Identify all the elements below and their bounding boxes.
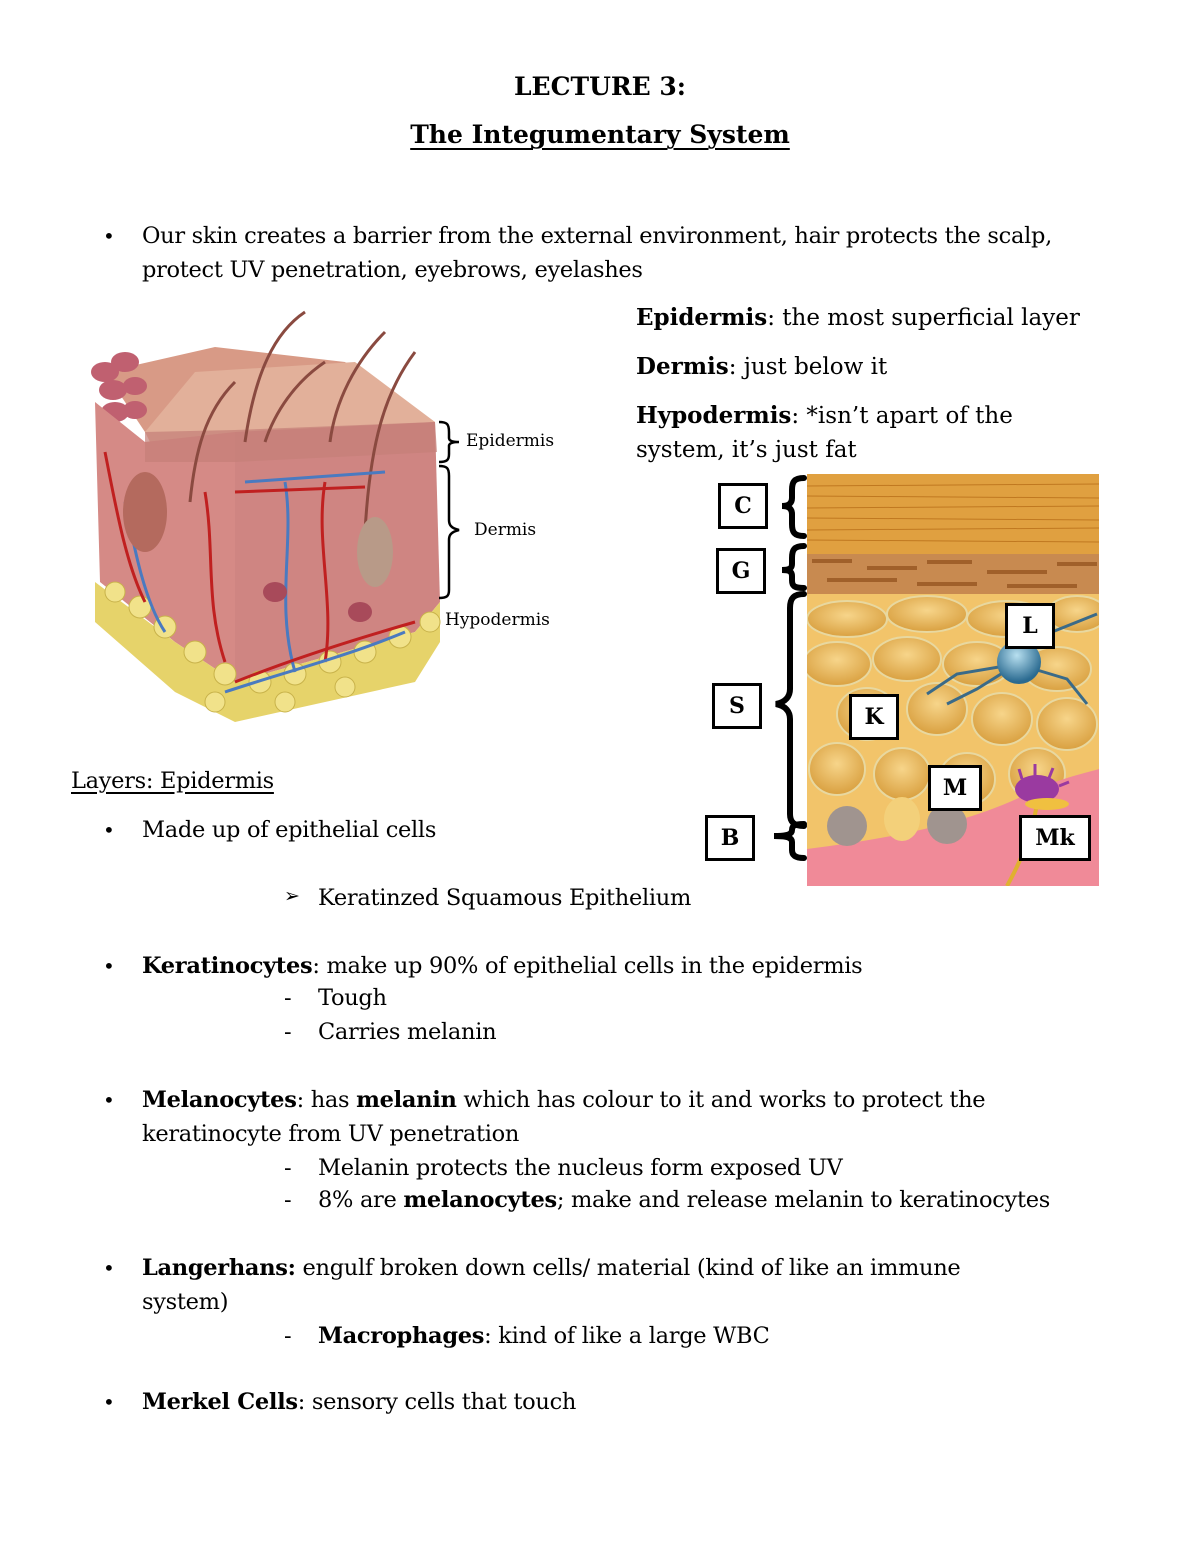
label-box-l: L (1005, 603, 1055, 649)
langerhans-desc: engulf broken down cells/ material (kind… (295, 1255, 961, 1281)
melanocytes-sub-2: 8% are melanocytes; make and release mel… (318, 1183, 1050, 1217)
label-dermis: Dermis (474, 520, 537, 540)
label-box-g: G (716, 548, 766, 594)
sub2-b: ; make and release melanin to keratinocy… (556, 1187, 1050, 1213)
desc-hypodermis: : *isn’t apart of the (791, 403, 1013, 429)
bullet-icon: • (103, 224, 115, 248)
dash-icon: - (284, 1155, 292, 1181)
bullet-icon: • (103, 954, 115, 978)
label-box-m: M (928, 765, 982, 811)
def-dermis: Dermis: just below it (636, 350, 887, 384)
strata-brackets (760, 474, 810, 864)
dash-icon: - (284, 1019, 292, 1045)
term-epidermis: Epidermis (636, 304, 768, 331)
intro-line-1: Our skin creates a barrier from the exte… (142, 223, 1052, 249)
dash-icon: - (284, 1187, 292, 1213)
sub2-a: 8% are (318, 1187, 404, 1213)
label-hypodermis: Hypodermis (445, 610, 550, 630)
merkel-desc: : sensory cells that touch (297, 1389, 577, 1415)
bullet-icon: • (103, 818, 115, 842)
term-langerhans: Langerhans: (142, 1255, 296, 1281)
bullet-icon: • (103, 1088, 115, 1112)
layer-brackets (437, 420, 467, 610)
dash-icon: - (284, 985, 292, 1011)
term-melanocytes: Melanocytes (142, 1087, 297, 1113)
melanocytes-line-2: keratinocyte from UV penetration (142, 1121, 520, 1147)
langerhans-line-2: system) (142, 1289, 229, 1315)
keratinized-text: Keratinzed Squamous Epithelium (318, 885, 692, 911)
term-merkel-cells: Merkel Cells (142, 1389, 298, 1415)
melanocytes-line-1: Melanocytes: has melanin which has colou… (142, 1083, 986, 1117)
label-box-mk: Mk (1019, 815, 1091, 861)
desc-dermis: : just below it (728, 354, 888, 380)
section-heading: Layers: Epidermis (71, 768, 274, 794)
label-box-c: C (718, 483, 768, 529)
arrow-bullet-icon: ➢ (284, 885, 300, 907)
melanocytes-sub-1: Melanin protects the nucleus form expose… (318, 1155, 843, 1181)
langerhans-line-1: Langerhans: engulf broken down cells/ ma… (142, 1251, 961, 1285)
melanocytes-desc-b: which has colour to it and works to prot… (456, 1087, 986, 1113)
merkel-line: Merkel Cells: sensory cells that touch (142, 1385, 576, 1419)
keratinocytes-desc: : make up 90% of epithelial cells in the… (312, 953, 863, 979)
label-box-s: S (712, 683, 762, 729)
desc-hypodermis-line-2: system, it’s just fat (636, 437, 857, 463)
desc-epidermis: : the most superficial layer (767, 305, 1080, 331)
def-epidermis: Epidermis: the most superficial layer (636, 301, 1080, 335)
skin-cross-section-illustration (85, 302, 445, 732)
lecture-number: LECTURE 3: (513, 72, 687, 101)
keratinocytes-sub-2: Carries melanin (318, 1019, 497, 1045)
term-dermis: Dermis (636, 353, 729, 380)
made-up-text: Made up of epithelial cells (142, 817, 437, 843)
term-keratinocytes: Keratinocytes (142, 953, 313, 979)
macrophages-line: Macrophages: kind of like a large WBC (318, 1319, 770, 1353)
macrophages-desc: : kind of like a large WBC (484, 1323, 770, 1349)
term-macrophages: Macrophages (318, 1323, 485, 1349)
term-hypodermis: Hypodermis (636, 402, 792, 429)
label-box-k: K (849, 694, 899, 740)
melanocytes-desc-a: : has (296, 1087, 357, 1113)
term-melanin: melanin (356, 1087, 457, 1113)
bullet-icon: • (103, 1256, 115, 1280)
intro-line-2: protect UV penetration, eyebrows, eyelas… (142, 257, 643, 283)
dash-icon: - (284, 1323, 292, 1349)
epidermis-layers-illustration (802, 474, 1108, 887)
bullet-icon: • (103, 1390, 115, 1414)
label-epidermis: Epidermis (466, 431, 555, 451)
sub2-bold: melanocytes (403, 1187, 557, 1213)
label-box-b: B (705, 815, 755, 861)
keratinocytes-line: Keratinocytes: make up 90% of epithelial… (142, 949, 863, 983)
def-hypodermis: Hypodermis: *isn’t apart of the (636, 399, 1013, 433)
page-title: The Integumentary System (410, 120, 790, 149)
keratinocytes-sub-1: Tough (318, 985, 387, 1011)
